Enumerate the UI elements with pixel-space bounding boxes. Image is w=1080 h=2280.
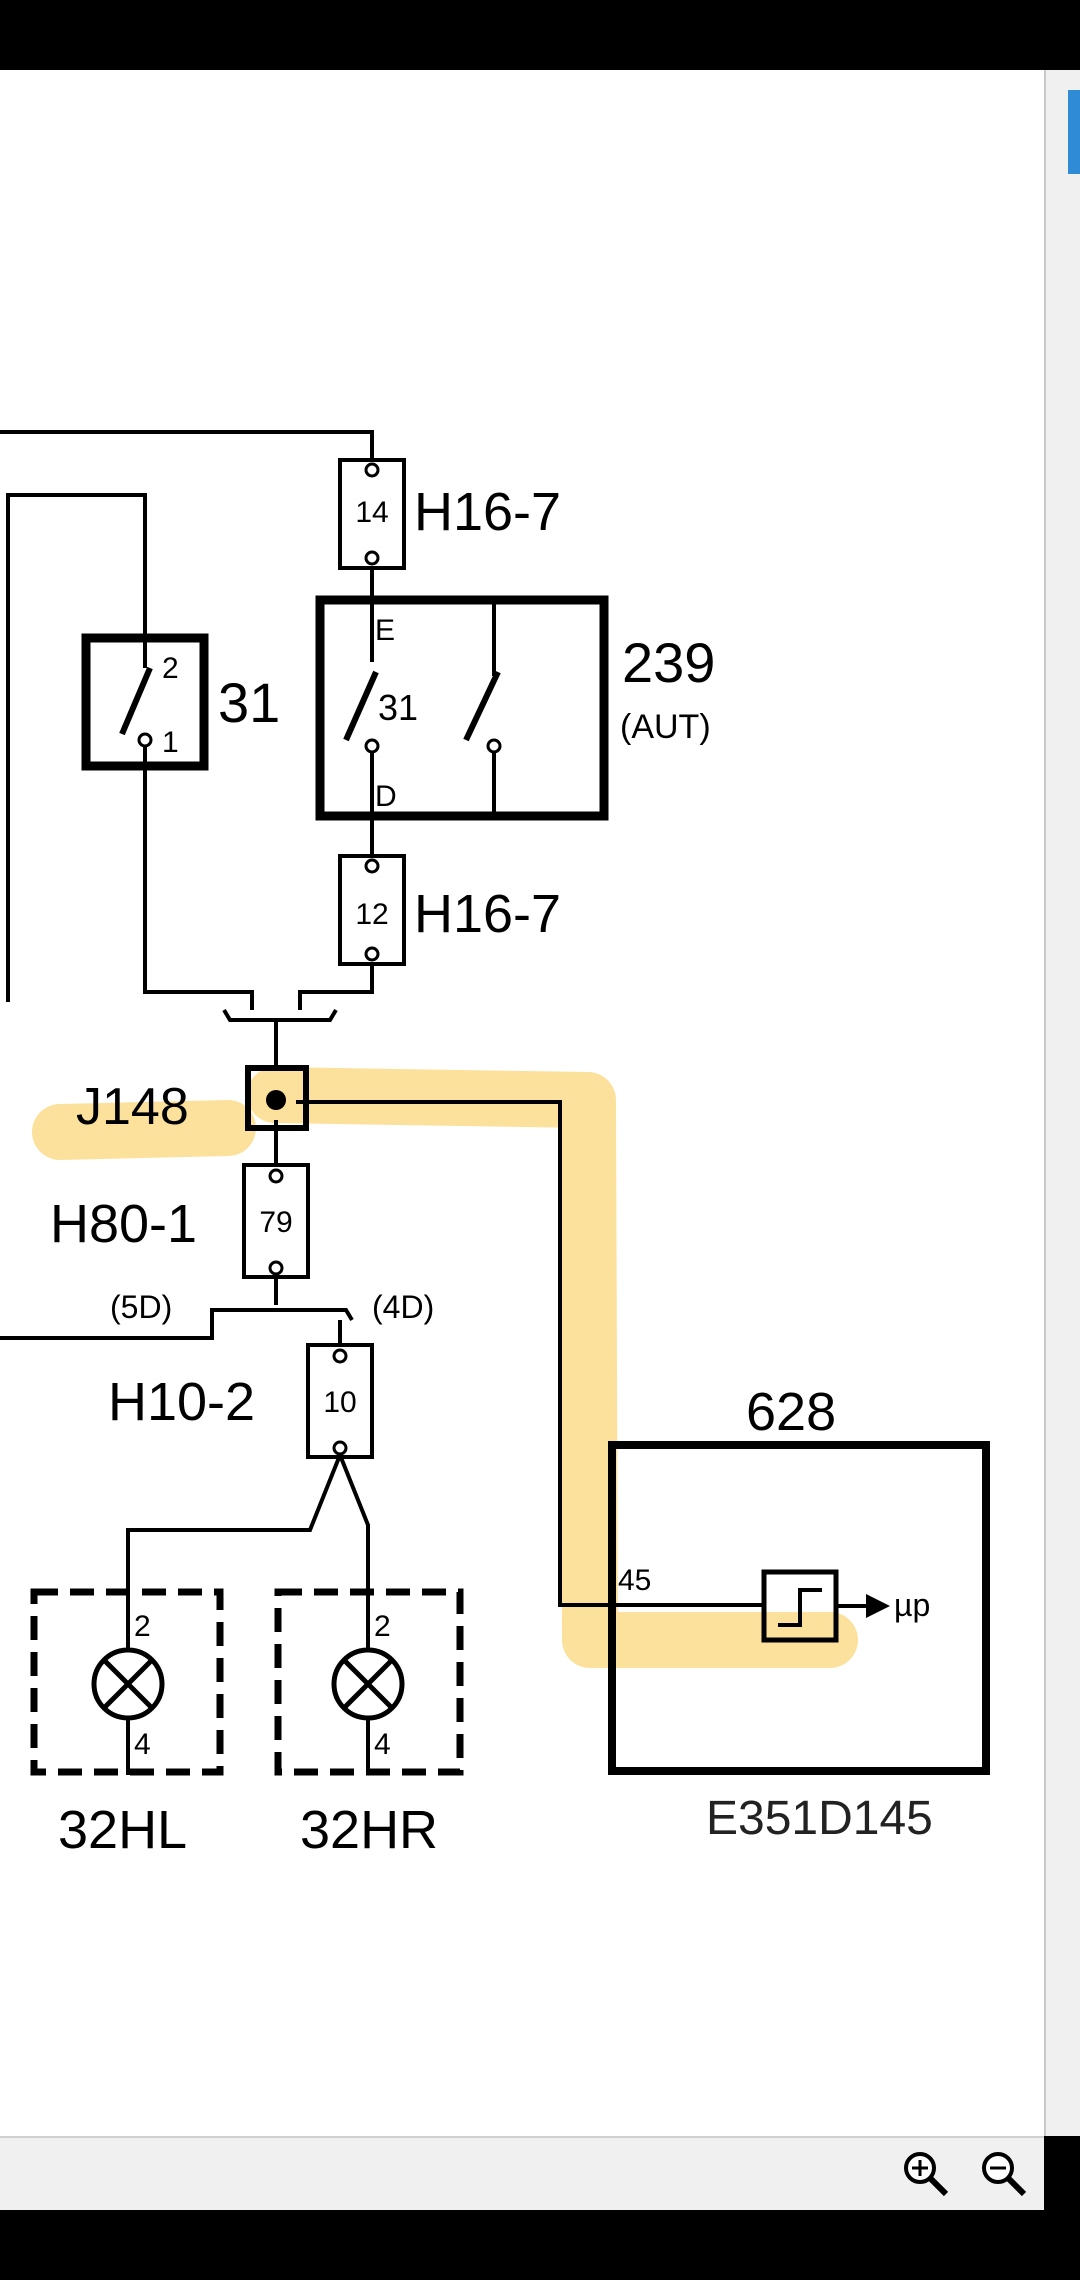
component-label: 31 bbox=[218, 671, 280, 734]
bottom-toolbar bbox=[0, 2136, 1044, 2210]
scroll-thumb[interactable] bbox=[1068, 90, 1080, 174]
navigation-bar bbox=[0, 2210, 1080, 2280]
wire-h10-right bbox=[338, 1454, 370, 1590]
connector-label: H16-7 bbox=[414, 884, 561, 944]
pin-label: 2 bbox=[162, 652, 179, 685]
zoom-in-icon bbox=[904, 2152, 949, 2197]
pin-label: 4 bbox=[134, 1728, 151, 1761]
wiring-diagram: 14 H16-7 E 31 D 239 (AUT) 12 H16-7 bbox=[0, 430, 990, 1860]
highlight-stroke-label bbox=[32, 1100, 256, 1160]
zoom-out-button[interactable] bbox=[976, 2146, 1032, 2202]
connector-h10[interactable]: 10 bbox=[306, 1343, 374, 1459]
variant-label: (4D) bbox=[372, 1289, 434, 1325]
connector-h16-bottom[interactable]: 12 bbox=[338, 854, 406, 966]
zoom-out-icon bbox=[982, 2152, 1027, 2197]
wire-left-loop bbox=[6, 493, 147, 1002]
component-31[interactable]: 2 1 bbox=[81, 633, 209, 771]
pin-label: 4 bbox=[374, 1728, 391, 1761]
wire-top-h16 bbox=[0, 430, 374, 460]
diagram-viewer[interactable]: 14 H16-7 E 31 D 239 (AUT) 12 H16-7 bbox=[0, 70, 1044, 2136]
vertical-scrollbar[interactable] bbox=[1044, 70, 1080, 2136]
signal-arrow bbox=[866, 1594, 890, 1618]
pin-label: 10 bbox=[323, 1386, 356, 1419]
module-label: 628 bbox=[746, 1382, 836, 1442]
pin-label: 2 bbox=[374, 1610, 391, 1643]
pin-label: 45 bbox=[618, 1564, 651, 1597]
lamp-32hr[interactable]: 2 4 bbox=[274, 1588, 464, 1776]
highlight-stroke-route bbox=[247, 1067, 858, 1668]
lamp-label: 32HR bbox=[300, 1800, 438, 1860]
component-label: 239 bbox=[622, 631, 715, 694]
module-628[interactable]: 45 µp bbox=[608, 1441, 990, 1775]
status-bar bbox=[0, 0, 1080, 70]
switch-blade bbox=[343, 670, 379, 742]
component-239[interactable]: E 31 D bbox=[315, 595, 609, 821]
variant-label: (5D) bbox=[110, 1289, 172, 1325]
wire-h16b-to-junction bbox=[298, 960, 374, 1010]
pin-label: 14 bbox=[355, 496, 388, 529]
pin-label: 79 bbox=[259, 1206, 292, 1239]
junction-label: J148 bbox=[76, 1078, 189, 1136]
wire-h10-split bbox=[126, 1454, 342, 1590]
connector-label: H80-1 bbox=[50, 1194, 197, 1254]
diagram-code: E351D145 bbox=[706, 1792, 933, 1845]
connector-label: H10-2 bbox=[108, 1372, 255, 1432]
signal-label: µp bbox=[894, 1587, 930, 1623]
pin-label: D bbox=[375, 780, 397, 813]
connector-label: H16-7 bbox=[414, 482, 561, 542]
pin-label: 2 bbox=[134, 1610, 151, 1643]
switch-blade bbox=[463, 670, 501, 742]
junction-j148[interactable] bbox=[245, 1065, 309, 1131]
highlight-path bbox=[32, 1067, 858, 1668]
wire-31-to-junction bbox=[143, 742, 254, 1010]
lamp-32hl[interactable]: 2 4 bbox=[30, 1588, 224, 1776]
junction-bracket bbox=[222, 1008, 338, 1022]
connector-h80[interactable]: 79 bbox=[242, 1163, 310, 1279]
wire-j148-to-628 bbox=[296, 1100, 764, 1607]
pin-label: E bbox=[375, 614, 395, 647]
pin-label: 31 bbox=[378, 687, 418, 728]
lamp-label: 32HL bbox=[58, 1800, 187, 1860]
connector-h16-top[interactable]: 14 bbox=[338, 458, 406, 570]
zoom-in-button[interactable] bbox=[898, 2146, 954, 2202]
wires bbox=[0, 430, 764, 1775]
pin-label: 12 bbox=[355, 898, 388, 931]
pin-label: 1 bbox=[162, 726, 179, 759]
component-sublabel: (AUT) bbox=[620, 708, 711, 746]
wire-5d-4d-bracket bbox=[0, 1308, 354, 1340]
